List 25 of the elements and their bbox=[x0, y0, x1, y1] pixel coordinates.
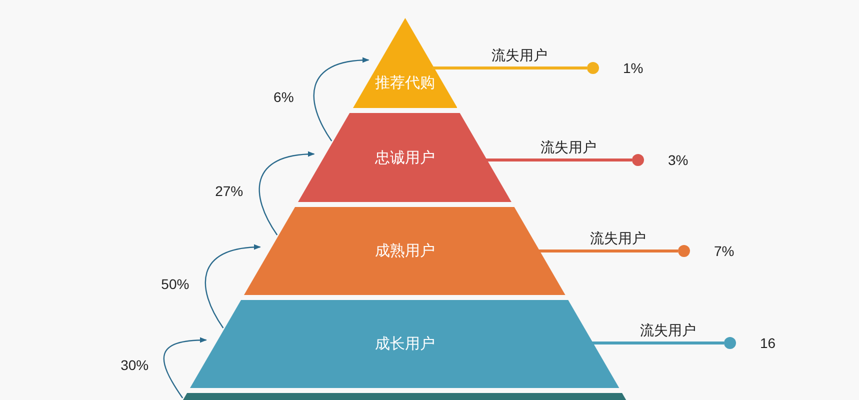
edge-label: 流失用户 bbox=[540, 139, 598, 157]
dot-marker bbox=[587, 62, 599, 74]
curved-arrow bbox=[313, 58, 370, 142]
dot-marker bbox=[724, 337, 736, 349]
dot-marker bbox=[678, 245, 690, 257]
percentage-label: 1% bbox=[623, 60, 644, 76]
curved-arrow bbox=[258, 152, 315, 236]
layer-label: 成熟用户 bbox=[374, 242, 435, 260]
leader-line bbox=[538, 250, 678, 252]
percentage-label: 16 bbox=[760, 335, 776, 351]
leader-line bbox=[432, 66, 587, 70]
leader-line bbox=[592, 342, 724, 344]
leader-line bbox=[485, 158, 632, 162]
edge-label: 30% bbox=[120, 357, 150, 373]
layer-label: 成长用户 bbox=[374, 334, 435, 354]
curved-arrow bbox=[163, 337, 207, 398]
dot-marker bbox=[632, 154, 644, 166]
layer-label: 推荐代购 bbox=[374, 73, 435, 92]
edge-label: 流失用户 bbox=[638, 322, 697, 340]
percentage-label: 3% bbox=[668, 152, 688, 168]
edge-label: 流失用户 bbox=[589, 230, 648, 248]
layer-label: 忠诚用户 bbox=[374, 148, 435, 167]
curved-arrow bbox=[204, 244, 261, 328]
edge-label: 流失用户 bbox=[490, 47, 548, 65]
percentage-label: 7% bbox=[714, 243, 734, 259]
